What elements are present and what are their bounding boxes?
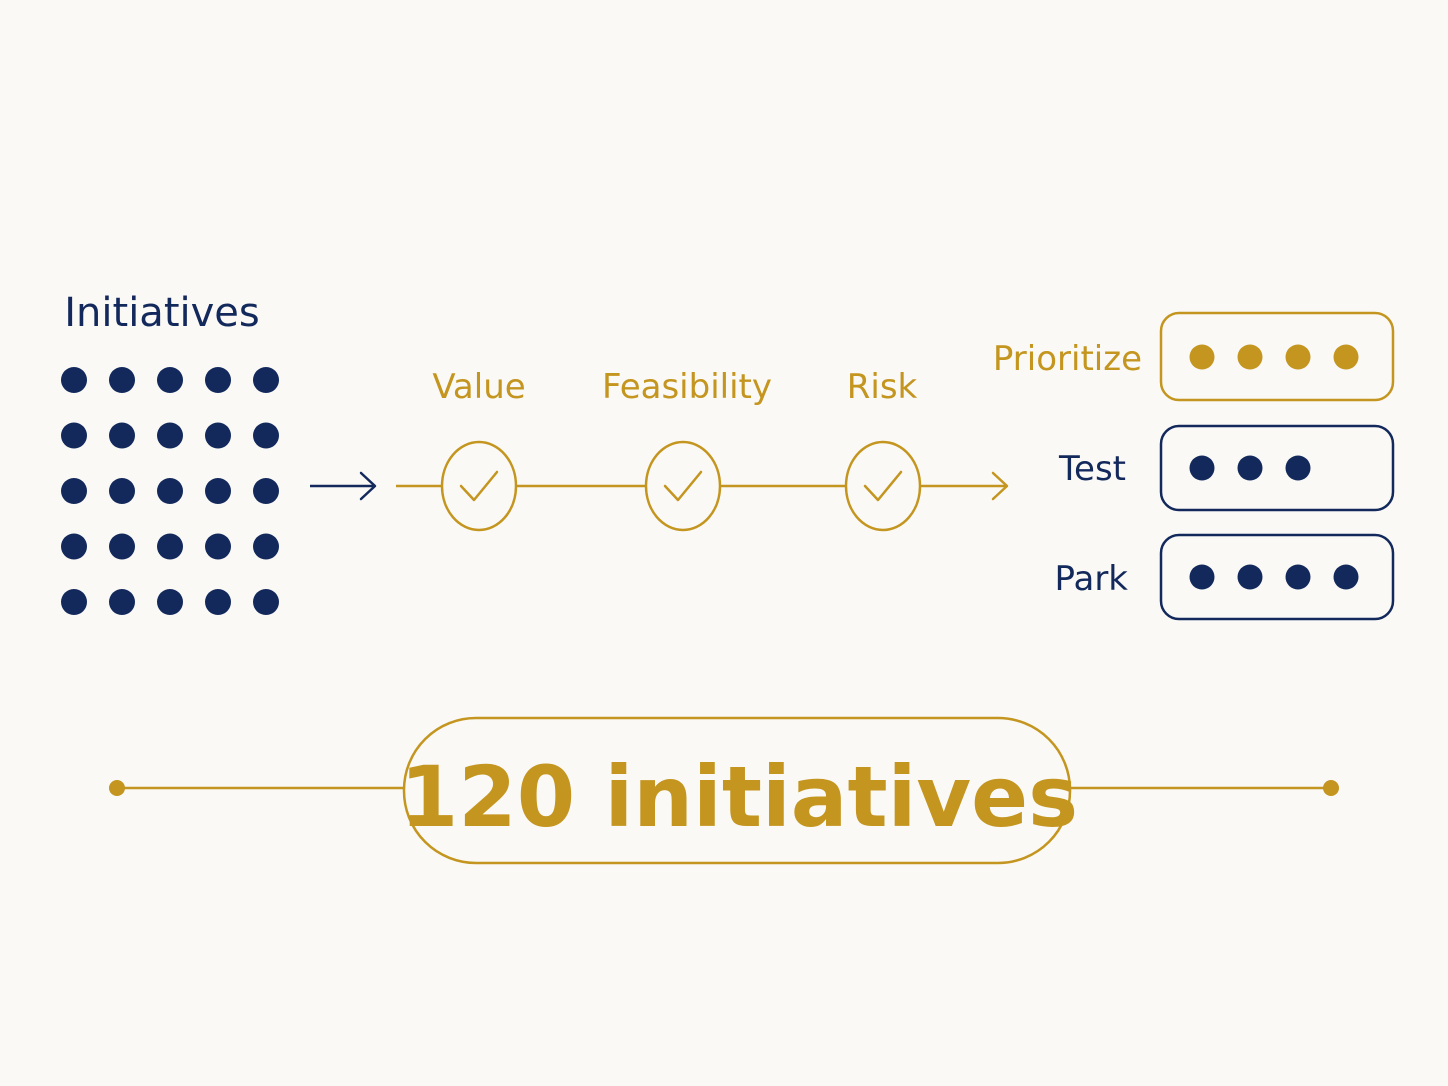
total-label: 120 initiatives bbox=[400, 748, 1078, 846]
initiative-dot bbox=[205, 367, 231, 393]
outcome-dot bbox=[1285, 455, 1311, 481]
initiative-dot bbox=[109, 478, 135, 504]
screening-arrow-icon bbox=[991, 471, 1009, 501]
initiative-dot bbox=[157, 533, 183, 560]
initiative-dot bbox=[61, 589, 87, 615]
initiative-dot bbox=[61, 478, 87, 504]
initiative-dot bbox=[253, 533, 279, 560]
outcome-label: Park bbox=[1055, 559, 1129, 599]
initiative-dot bbox=[157, 478, 183, 504]
outcome-park: Park bbox=[1055, 533, 1395, 621]
initiative-dot bbox=[157, 422, 183, 449]
outcome-dots bbox=[1189, 344, 1359, 370]
criterion-risk: Risk bbox=[844, 367, 922, 532]
initiative-dot bbox=[61, 422, 87, 449]
initiative-dot bbox=[157, 589, 183, 615]
initiative-dot bbox=[253, 478, 279, 504]
outcome-box bbox=[1159, 533, 1395, 621]
criterion-label: Value bbox=[432, 367, 525, 407]
initiatives-group: Initiatives bbox=[61, 290, 279, 615]
outcome-dot bbox=[1189, 455, 1215, 481]
check-icon bbox=[844, 440, 922, 532]
initiative-dot bbox=[61, 533, 87, 560]
total-pill bbox=[402, 716, 1072, 865]
initiative-dot bbox=[157, 367, 183, 393]
timeline-end-dot bbox=[109, 780, 125, 796]
total-banner: 120 initiatives bbox=[109, 716, 1339, 865]
initiative-dot bbox=[253, 367, 279, 393]
outcome-dots bbox=[1189, 564, 1359, 590]
initiative-dot bbox=[205, 422, 231, 449]
outcome-test: Test bbox=[1058, 424, 1395, 512]
outcome-dot bbox=[1237, 564, 1263, 590]
initiative-dot bbox=[61, 367, 87, 393]
initiative-dot bbox=[109, 589, 135, 615]
initiative-dot bbox=[253, 589, 279, 615]
criterion-feasibility: Feasibility bbox=[602, 367, 772, 532]
initiative-dot bbox=[205, 589, 231, 615]
check-icon bbox=[644, 440, 722, 532]
outcome-dot bbox=[1189, 564, 1215, 590]
outcome-label: Test bbox=[1058, 449, 1126, 489]
criterion-value: Value bbox=[432, 367, 526, 532]
timeline-end-dot bbox=[1323, 780, 1339, 796]
outcome-dot bbox=[1189, 344, 1215, 370]
initiative-dot bbox=[109, 533, 135, 560]
initiatives-dot-grid bbox=[61, 367, 279, 615]
outcome-dot bbox=[1285, 344, 1311, 370]
initiatives-title: Initiatives bbox=[64, 290, 260, 336]
criterion-label: Feasibility bbox=[602, 367, 772, 407]
outcome-dot bbox=[1237, 344, 1263, 370]
initiative-dot bbox=[109, 367, 135, 393]
initiative-dot bbox=[253, 422, 279, 449]
initiative-dot bbox=[109, 422, 135, 449]
outcome-dot bbox=[1333, 564, 1359, 590]
outcome-dot bbox=[1333, 344, 1359, 370]
outcome-prioritize: Prioritize bbox=[993, 311, 1395, 402]
initiative-dot bbox=[205, 478, 231, 504]
outcome-dot bbox=[1285, 564, 1311, 590]
outcome-box bbox=[1159, 311, 1395, 402]
outcome-label: Prioritize bbox=[993, 339, 1142, 379]
criterion-label: Risk bbox=[847, 367, 918, 407]
outcome-box bbox=[1159, 424, 1395, 512]
grid-arrow-icon bbox=[310, 471, 377, 501]
outcome-dot bbox=[1237, 455, 1263, 481]
initiative-dot bbox=[205, 533, 231, 560]
outcome-dots bbox=[1189, 455, 1311, 481]
check-icon bbox=[440, 440, 518, 532]
